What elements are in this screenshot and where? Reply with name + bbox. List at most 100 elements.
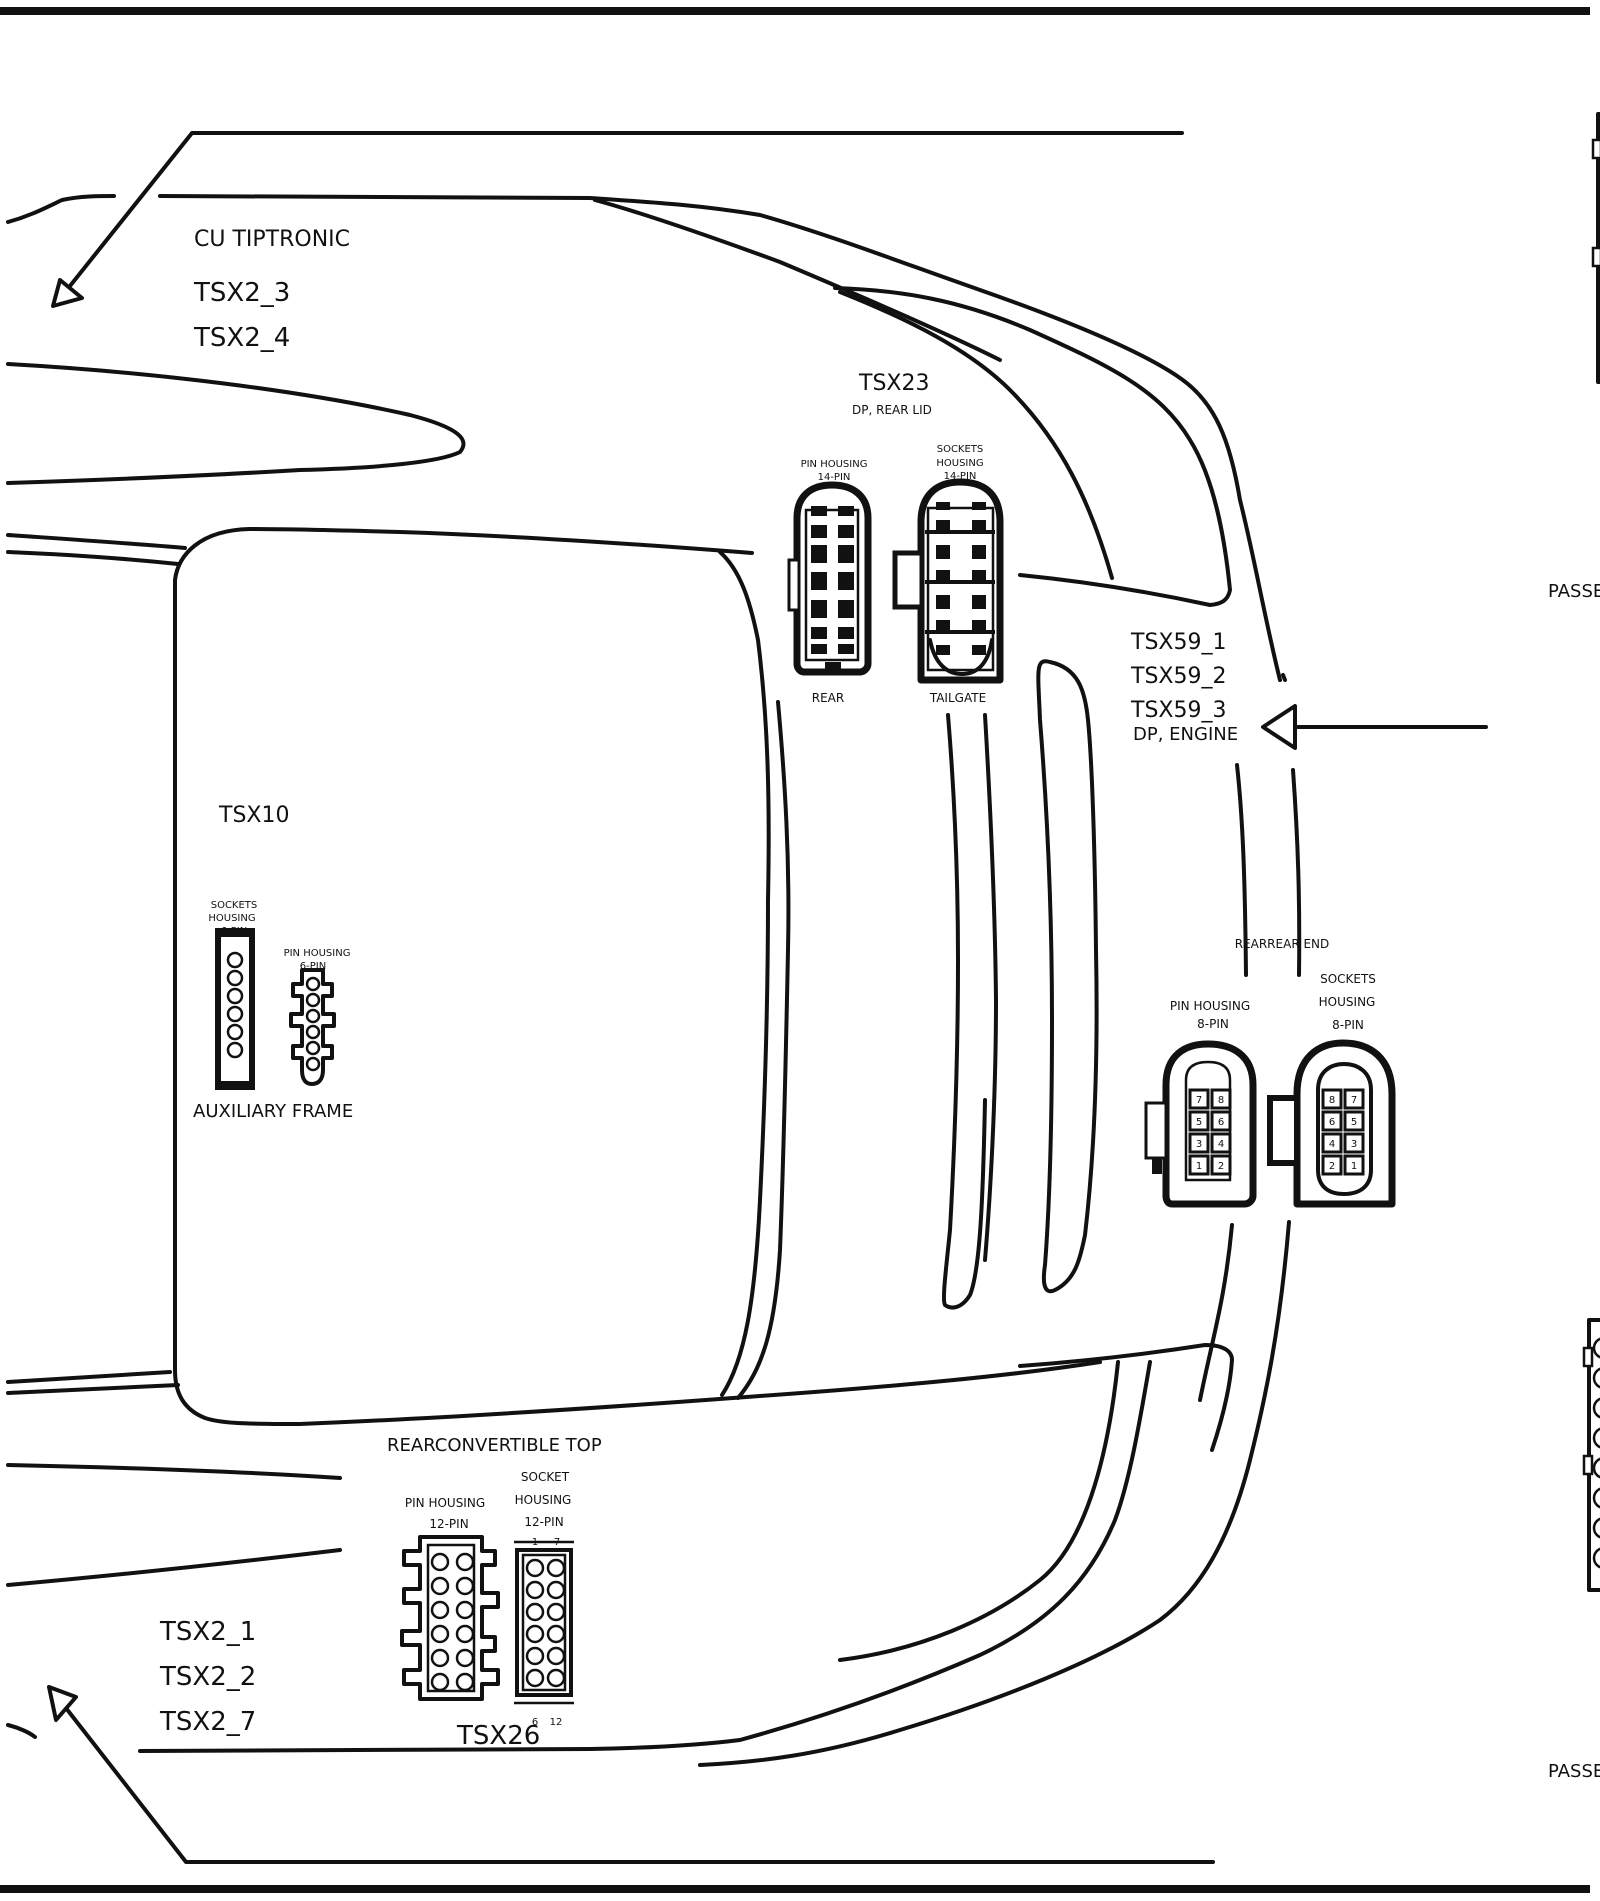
tsx10-sockets-housing [215, 928, 255, 1090]
label-tsx10-pin-housing: PIN HOUSING [284, 948, 351, 959]
left-upper-rail-b [6, 550, 180, 566]
label-dp-rear-lid: DP, REAR LID [852, 403, 932, 417]
left-lower-rail-b [6, 1383, 180, 1395]
body-right-lower-a [1198, 1223, 1234, 1402]
tsx23-sockets-housing-body [917, 478, 1004, 684]
tsx59-sockets-housing-pins: 8 7 6 5 4 3 2 1 [1321, 1088, 1365, 1176]
tsx59-pin-8-label: 2 [1218, 1161, 1224, 1172]
tsx26-socket-housing [514, 1540, 574, 1705]
arrow-tsx2-upper-head [51, 278, 84, 308]
tsx10-pin-housing-body [289, 968, 336, 1086]
label-dp-engine: DP, ENGINE [1133, 724, 1238, 745]
arrow-tsx2-upper [51, 131, 1184, 308]
body-right-upper [1281, 673, 1287, 682]
label-tsx59-2: TSX59_2 [1130, 664, 1226, 689]
tsx26-socket-housing-inner [521, 1553, 567, 1692]
tsx26-socket-housing-pins [525, 1558, 566, 1688]
tsx59-pin-4-label: 6 [1218, 1117, 1224, 1128]
arrow-tsx2-lower-head [47, 1685, 78, 1722]
label-rearconvertible-top: REARCONVERTIBLE TOP [387, 1435, 602, 1456]
tsx23-pin-housing-side-tab [787, 558, 801, 612]
rear-deck-right-edge-inner [736, 700, 791, 1400]
fender-upper-curve [838, 290, 1114, 580]
tsx59-pin-3-label: 5 [1196, 1117, 1202, 1128]
label-tsx23-pin-housing: PIN HOUSING [801, 459, 868, 470]
right-edge-connector-top-tab-1 [1591, 138, 1600, 160]
body-right-mid-a [1235, 763, 1248, 977]
tsx59-socket-2-label: 7 [1351, 1095, 1357, 1106]
label-cu-tiptronic: CU TIPTRONIC [194, 227, 350, 252]
label-auxiliary-frame: AUXILIARY FRAME [193, 1101, 353, 1122]
tsx23-pin-housing-body [793, 481, 872, 676]
fender-lower-curve [838, 1360, 1120, 1662]
tsx59-pin-housing-pins: 7 8 5 6 3 4 1 2 [1188, 1088, 1232, 1176]
body-right-mid-b [1291, 768, 1302, 977]
label-tsx10: TSX10 [218, 803, 289, 828]
tsx23-sockets-housing-inner [926, 506, 995, 672]
label-tsx10-pin-count: 6-PIN [300, 961, 326, 972]
tsx59-sockets-housing-body [1293, 1039, 1396, 1208]
label-rear: REAR [812, 691, 844, 705]
tsx59-sockets-housing: 8 7 6 5 4 3 2 1 [1267, 1039, 1396, 1208]
tsx26-pin-housing [400, 1535, 500, 1701]
label-tsx59-3: TSX59_3 [1130, 698, 1226, 723]
label-tsx26-socket: SOCKET [521, 1470, 570, 1484]
tsx59-sockets-latch [1267, 1095, 1300, 1166]
left-upper-spear [6, 362, 466, 485]
left-lower-spear-a [6, 1463, 342, 1480]
label-tsx2-7: TSX2_7 [159, 1707, 256, 1737]
body-bottom-line [138, 1360, 1152, 1753]
label-tsx2-1: TSX2_1 [159, 1617, 256, 1647]
label-tsx2-4: TSX2_4 [193, 323, 290, 353]
label-tsx26: TSX26 [456, 1721, 540, 1751]
body-top-line [158, 194, 1282, 682]
right-edge-connector-top [1591, 112, 1600, 384]
label-tsx59-socket-count: 8-PIN [1332, 1018, 1364, 1032]
label-tsx59-1: TSX59_1 [1130, 630, 1226, 655]
tsx23-sockets-housing-arch [928, 638, 994, 676]
tsx59-pin-housing: 7 8 5 6 3 4 1 2 [1144, 1040, 1257, 1208]
tsx59-pin-5-label: 3 [1196, 1139, 1202, 1150]
arrow-tsx2-lower [47, 1685, 1215, 1864]
label-tsx23-socket-count: 14-PIN [944, 471, 977, 482]
tsx26-pin-housing-pins [430, 1552, 475, 1692]
tsx26-pin-housing-body [400, 1535, 500, 1701]
bottom-border [0, 1885, 1590, 1893]
tsx10-pin-housing [289, 968, 336, 1086]
tsx26-socket-housing-body [515, 1548, 573, 1697]
right-edge-connector-bottom-tab-2 [1582, 1454, 1594, 1476]
label-tsx26-bottom-6: 6 [532, 1717, 538, 1728]
body-shoulder-lower [1018, 1343, 1234, 1452]
rear-slat-mid [983, 713, 998, 1262]
label-tsx23: TSX23 [858, 371, 929, 396]
label-tsx59-sockets: SOCKETS [1320, 972, 1376, 986]
tsx59-pin-housing-side-tab [1144, 1101, 1168, 1160]
tsx26-pin-housing-inner [426, 1543, 476, 1693]
tsx59-socket-6-label: 3 [1351, 1139, 1357, 1150]
right-edge-connector-top-tab-2 [1591, 246, 1600, 268]
tsx59-pin-housing-side-foot [1152, 1158, 1162, 1174]
tsx59-pin-housing-body [1162, 1040, 1257, 1208]
tsx59-socket-8-label: 1 [1351, 1161, 1357, 1172]
rear-slat-right [1036, 659, 1099, 1294]
label-tsx23-housing: HOUSING [936, 458, 983, 469]
label-tsx26-pin-housing: PIN HOUSING [405, 1496, 485, 1510]
arrow-tsx2-upper-line [56, 131, 1184, 303]
arrow-tsx2-lower-line [53, 1692, 1215, 1864]
body-bottom-edge [6, 1723, 37, 1739]
left-upper-rail-a [6, 533, 187, 550]
tsx10-sockets-housing-pins [226, 951, 244, 1059]
label-tsx23-pin-count: 14-PIN [818, 472, 851, 483]
body-top-inner [593, 198, 1002, 362]
left-lower-spear-b [6, 1548, 342, 1587]
tsx23-pin-housing-pins [811, 506, 854, 672]
label-rearrear-end: REARREAR END [1235, 937, 1330, 951]
right-edge-connector-bottom-tab-1 [1582, 1346, 1594, 1368]
tsx59-socket-7-label: 2 [1329, 1161, 1335, 1172]
tsx23-pin-housing [787, 481, 872, 676]
label-passe-bottom: PASSE [1548, 1761, 1600, 1782]
label-tsx26-housing: HOUSING [515, 1493, 572, 1507]
label-tsx26-socket-count: 12-PIN [524, 1515, 563, 1529]
tsx59-socket-4-label: 5 [1351, 1117, 1357, 1128]
